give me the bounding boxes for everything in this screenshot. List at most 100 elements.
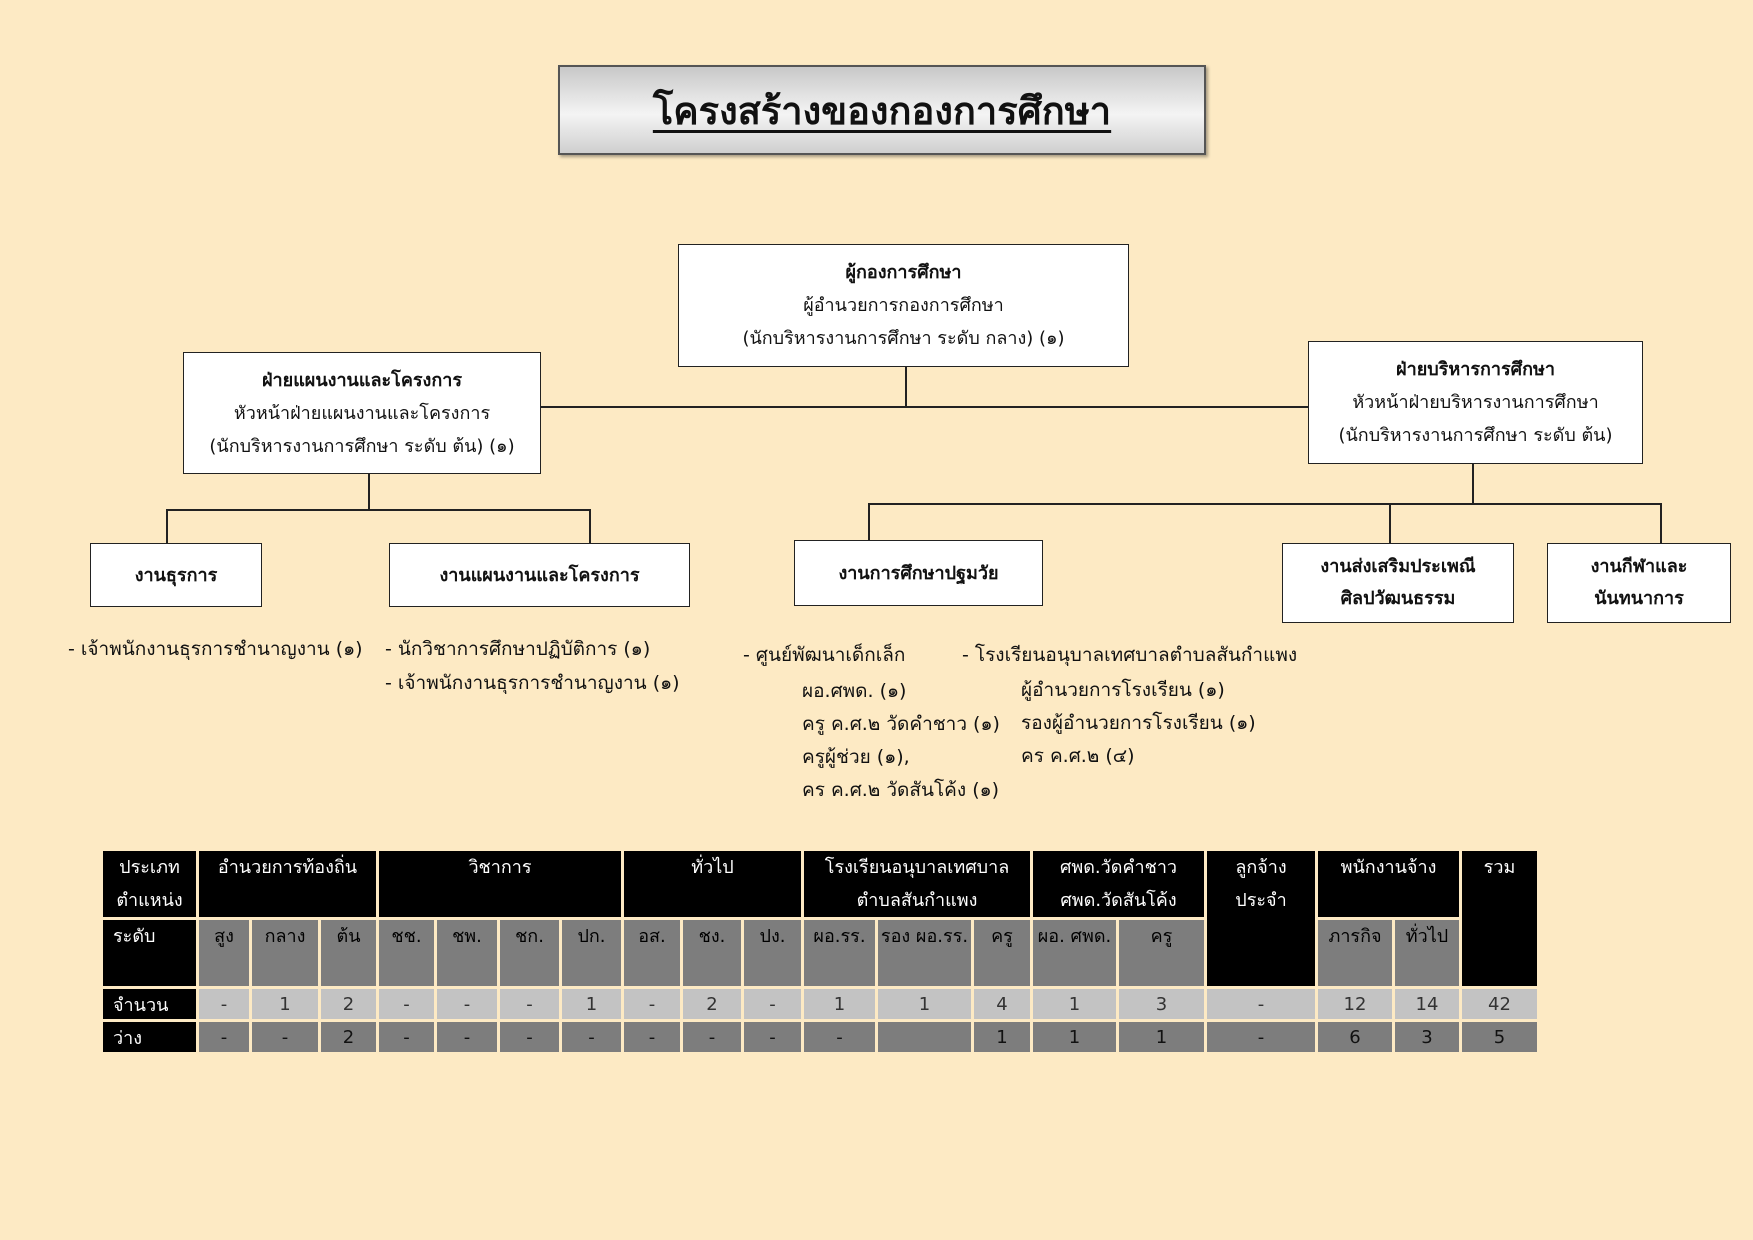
table-cell: - (624, 989, 680, 1019)
table-cell: - (1207, 989, 1315, 1019)
header-child-centers: ศพด.วัดคำชาว ศพด.วัดสันโค้ง (1033, 851, 1204, 917)
header-local-admin: อำนวยการท้องถิ่น (199, 851, 376, 917)
table-cell: - (804, 1022, 875, 1052)
header-total: รวม (1462, 851, 1537, 986)
level-header-cell: รอง ผอ.รร. (878, 920, 971, 986)
chart-title: โครงสร้างของกองการศึกษา (652, 88, 1112, 133)
connector (1472, 463, 1474, 505)
node-position: ผู้อำนวยการกองการศึกษา (803, 295, 1004, 316)
header-text: ลูกจ้าง (1235, 857, 1287, 878)
header-position-type: ประเภท ตำแหน่ง (103, 851, 196, 917)
level-header-cell: ผอ. ศพด. (1033, 920, 1116, 986)
table-cell: 2 (683, 989, 741, 1019)
table-cell: 1 (1033, 989, 1116, 1019)
staff-list-planning: - นักวิชาการศึกษาปฏิบัติการ (๑) - เจ้าพน… (385, 632, 680, 700)
level-header-cell: ครู (1119, 920, 1204, 986)
staff-item: คร ค.ศ.๒ (๔) (1021, 745, 1135, 767)
table-cell: 3 (1119, 989, 1204, 1019)
table-cell: - (744, 989, 801, 1019)
connector (1660, 503, 1662, 544)
table-cell: 1 (1033, 1022, 1116, 1052)
org-unit-sports: งานกีฬาและ นันทนาการ (1547, 543, 1731, 623)
table-cell: - (500, 1022, 559, 1052)
node-level: (นักบริหารงานการศึกษา ระดับ ต้น) (1338, 425, 1613, 446)
node-title: ผู้กองการศึกษา (845, 262, 962, 283)
header-text: ศพด.วัดคำชาว (1059, 857, 1178, 878)
node-level: (นักบริหารงานการศึกษา ระดับ ต้น) (๑) (209, 435, 515, 457)
header-text: ศพด.วัดสันโค้ง (1060, 890, 1177, 911)
staff-list-school: ผู้อำนวยการโรงเรียน (๑) รองผู้อำนวยการโร… (1021, 674, 1256, 773)
header-school: โรงเรียนอนุบาลเทศบาล ตำบลสันกำแพง (804, 851, 1030, 917)
table-cell: - (437, 989, 497, 1019)
header-text: โรงเรียนอนุบาลเทศบาล (824, 857, 1010, 878)
chart-title-box: โครงสร้างของกองการศึกษา (558, 65, 1206, 155)
connector (1389, 503, 1391, 544)
table-cell: 2 (321, 1022, 376, 1052)
connector (166, 509, 168, 544)
table-cell: 12 (1318, 989, 1392, 1019)
table-cell: - (437, 1022, 497, 1052)
table-cell: 1 (562, 989, 621, 1019)
table-cell: - (500, 989, 559, 1019)
level-header-cell: ภารกิจ (1318, 920, 1392, 986)
table-cell: - (199, 989, 249, 1019)
table-cell: - (379, 1022, 434, 1052)
header-text: ตำแหน่ง (116, 890, 183, 911)
staff-item: ผู้อำนวยการโรงเรียน (๑) (1021, 679, 1225, 701)
staff-item: - นักวิชาการศึกษาปฏิบัติการ (๑) (385, 638, 651, 660)
level-header-cell: ปง. (744, 920, 801, 986)
connector (868, 503, 1662, 505)
table-cell: 5 (1462, 1022, 1537, 1052)
unit-label: ศิลปวัฒนธรรม (1340, 588, 1456, 609)
table-cell: 1 (878, 989, 971, 1019)
node-title: ฝ่ายบริหารการศึกษา (1396, 359, 1555, 380)
connector (166, 509, 591, 511)
level-header-cell: ทั่วไป (1395, 920, 1459, 986)
table-cell: 6 (1318, 1022, 1392, 1052)
unit-label: งานส่งเสริมประเพณี (1320, 556, 1476, 577)
unit-label: งานแผนงานและโครงการ (439, 564, 640, 586)
table-cell: 1 (974, 1022, 1030, 1052)
connector (368, 473, 370, 510)
level-header-cell: ครู (974, 920, 1030, 986)
table-cell: 42 (1462, 989, 1537, 1019)
header-text: ตำบลสันกำแพง (856, 890, 978, 911)
connector (589, 509, 591, 544)
header-contract-employee: พนักงานจ้าง (1318, 851, 1459, 917)
org-node-director: ผู้กองการศึกษา ผู้อำนวยการกองการศึกษา (น… (678, 244, 1129, 367)
staff-item: - เจ้าพนักงานธุรการชำนาญงาน (๑) (385, 672, 680, 694)
staff-list-admin: - เจ้าพนักงานธุรการชำนาญงาน (๑) (68, 632, 363, 666)
table-cell: 1 (252, 989, 318, 1019)
node-position: หัวหน้าฝ่ายบริหารงานการศึกษา (1352, 392, 1599, 413)
level-header-cell: ปก. (562, 920, 621, 986)
table-cell: 1 (1119, 1022, 1204, 1052)
connector (868, 503, 870, 542)
level-header-cell: ชพ. (437, 920, 497, 986)
level-header-cell: ชง. (683, 920, 741, 986)
staff-item: รองผู้อำนวยการโรงเรียน (๑) (1021, 712, 1256, 734)
level-header-cell: อส. (624, 920, 680, 986)
header-academic: วิชาการ (379, 851, 621, 917)
staff-school-head: - โรงเรียนอนุบาลเทศบาลตำบลสันกำแพง (962, 644, 1298, 666)
level-header-cell: กลาง (252, 920, 318, 986)
header-general: ทั่วไป (624, 851, 801, 917)
level-header-cell: ต้น (321, 920, 376, 986)
table-cell: - (624, 1022, 680, 1052)
staff-childcare-head: - ศูนย์พัฒนาเด็กเล็ก (743, 644, 906, 666)
table-cell: 1 (804, 989, 875, 1019)
staff-list-childcare: ผอ.ศพด. (๑) ครู ค.ศ.๒ วัดคำชาว (๑) ครูผู… (802, 675, 1000, 807)
table-cell: - (683, 1022, 741, 1052)
table-cell: - (379, 989, 434, 1019)
unit-label: งานกีฬาและ (1590, 556, 1688, 577)
staff-item: ครู ค.ศ.๒ วัดคำชาว (๑) (802, 713, 1000, 735)
unit-label: งานการศึกษาปฐมวัย (838, 562, 999, 584)
table-cell: 3 (1395, 1022, 1459, 1052)
node-title: ฝ่ายแผนงานและโครงการ (262, 369, 462, 391)
table-cell: 4 (974, 989, 1030, 1019)
header-text: ประเภท (119, 857, 180, 878)
staff-item: คร ค.ศ.๒ วัดสันโค้ง (๑) (802, 779, 1000, 801)
level-header-cell: ชก. (500, 920, 559, 986)
org-unit-culture: งานส่งเสริมประเพณี ศิลปวัฒนธรรม (1282, 543, 1514, 623)
org-unit-early-education: งานการศึกษาปฐมวัย (794, 540, 1043, 606)
unit-label: งานธุรการ (134, 564, 218, 586)
